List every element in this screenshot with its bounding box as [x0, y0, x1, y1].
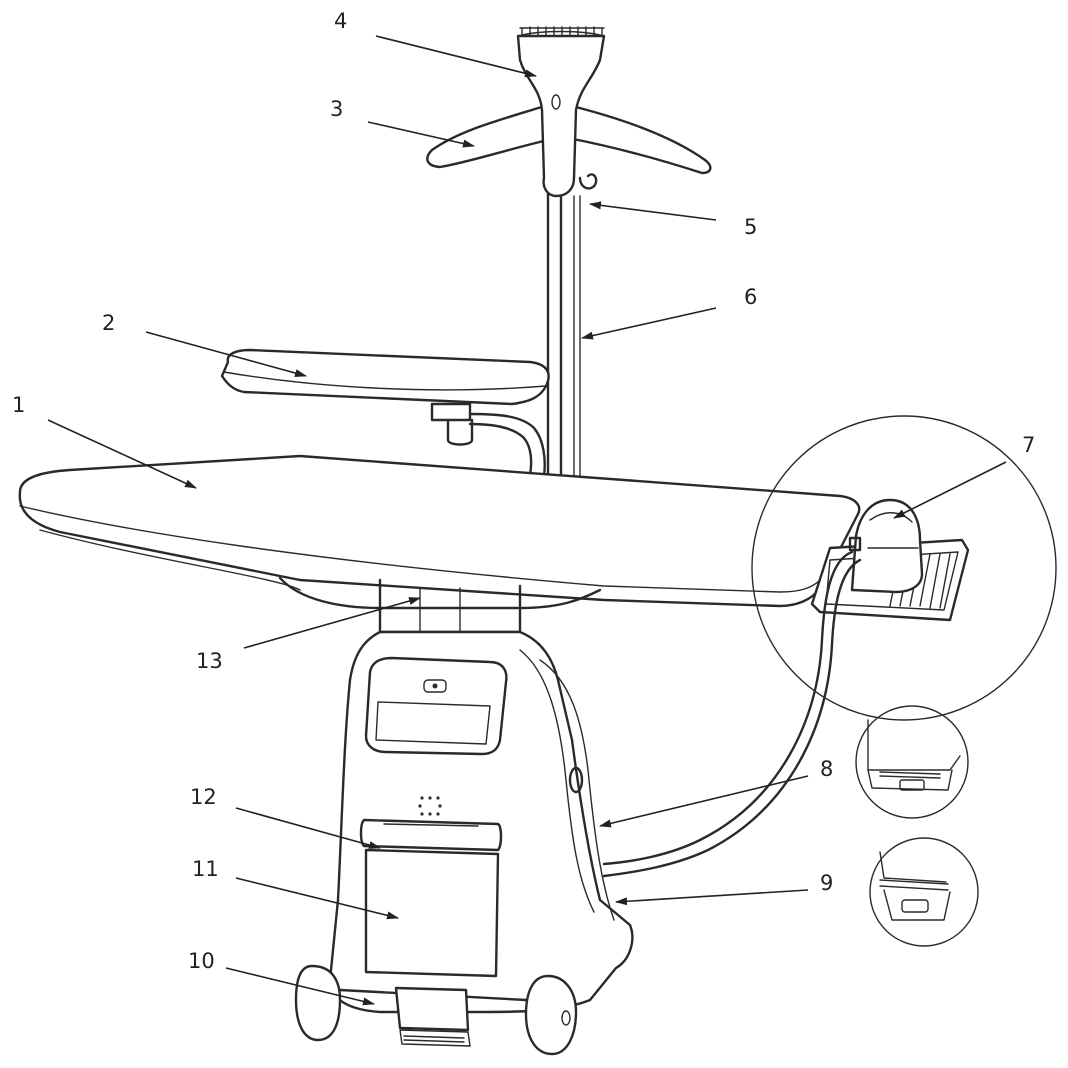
iron-rest-detail — [602, 415, 1057, 878]
ironing-board — [18, 454, 861, 634]
callout-label-2: 2 — [102, 311, 115, 335]
base-unit — [294, 630, 634, 1056]
callout-label-4: 4 — [334, 9, 347, 33]
arrow-11 — [235, 877, 399, 920]
callout-label-5: 5 — [744, 215, 757, 239]
callout-arrows — [47, 35, 1007, 1006]
arrow-3 — [367, 121, 475, 148]
arrow-10 — [225, 967, 375, 1006]
callout-label-11: 11 — [192, 857, 219, 881]
arrow-8 — [599, 775, 809, 828]
arrow-2 — [145, 331, 307, 377]
vent-grille — [418, 796, 442, 816]
arrow-13 — [243, 597, 421, 649]
arrow-7 — [893, 461, 1007, 519]
arrow-1 — [47, 419, 197, 489]
arrow-5 — [589, 201, 717, 221]
arrow-6 — [581, 307, 717, 340]
arrow-12 — [235, 807, 381, 849]
callout-label-8: 8 — [820, 757, 833, 781]
hook — [578, 173, 598, 190]
callout-label-1: 1 — [12, 393, 25, 417]
callout-label-13: 13 — [196, 649, 223, 673]
arrow-4 — [375, 35, 537, 78]
callout-label-9: 9 — [820, 871, 833, 895]
garment-hanger — [426, 103, 712, 175]
callout-label-3: 3 — [330, 97, 343, 121]
sleeve-board — [220, 348, 550, 478]
steam-brush — [516, 26, 606, 198]
callout-label-7: 7 — [1022, 433, 1035, 457]
callout-labels: 1 2 3 4 5 6 7 8 9 10 11 12 13 — [12, 9, 1035, 973]
arrow-9 — [615, 889, 809, 906]
detail-8 — [855, 705, 969, 819]
callout-label-6: 6 — [744, 285, 757, 309]
detail-9 — [869, 837, 979, 947]
callout-label-10: 10 — [188, 949, 215, 973]
pole — [546, 188, 581, 480]
callout-label-12: 12 — [190, 785, 217, 809]
